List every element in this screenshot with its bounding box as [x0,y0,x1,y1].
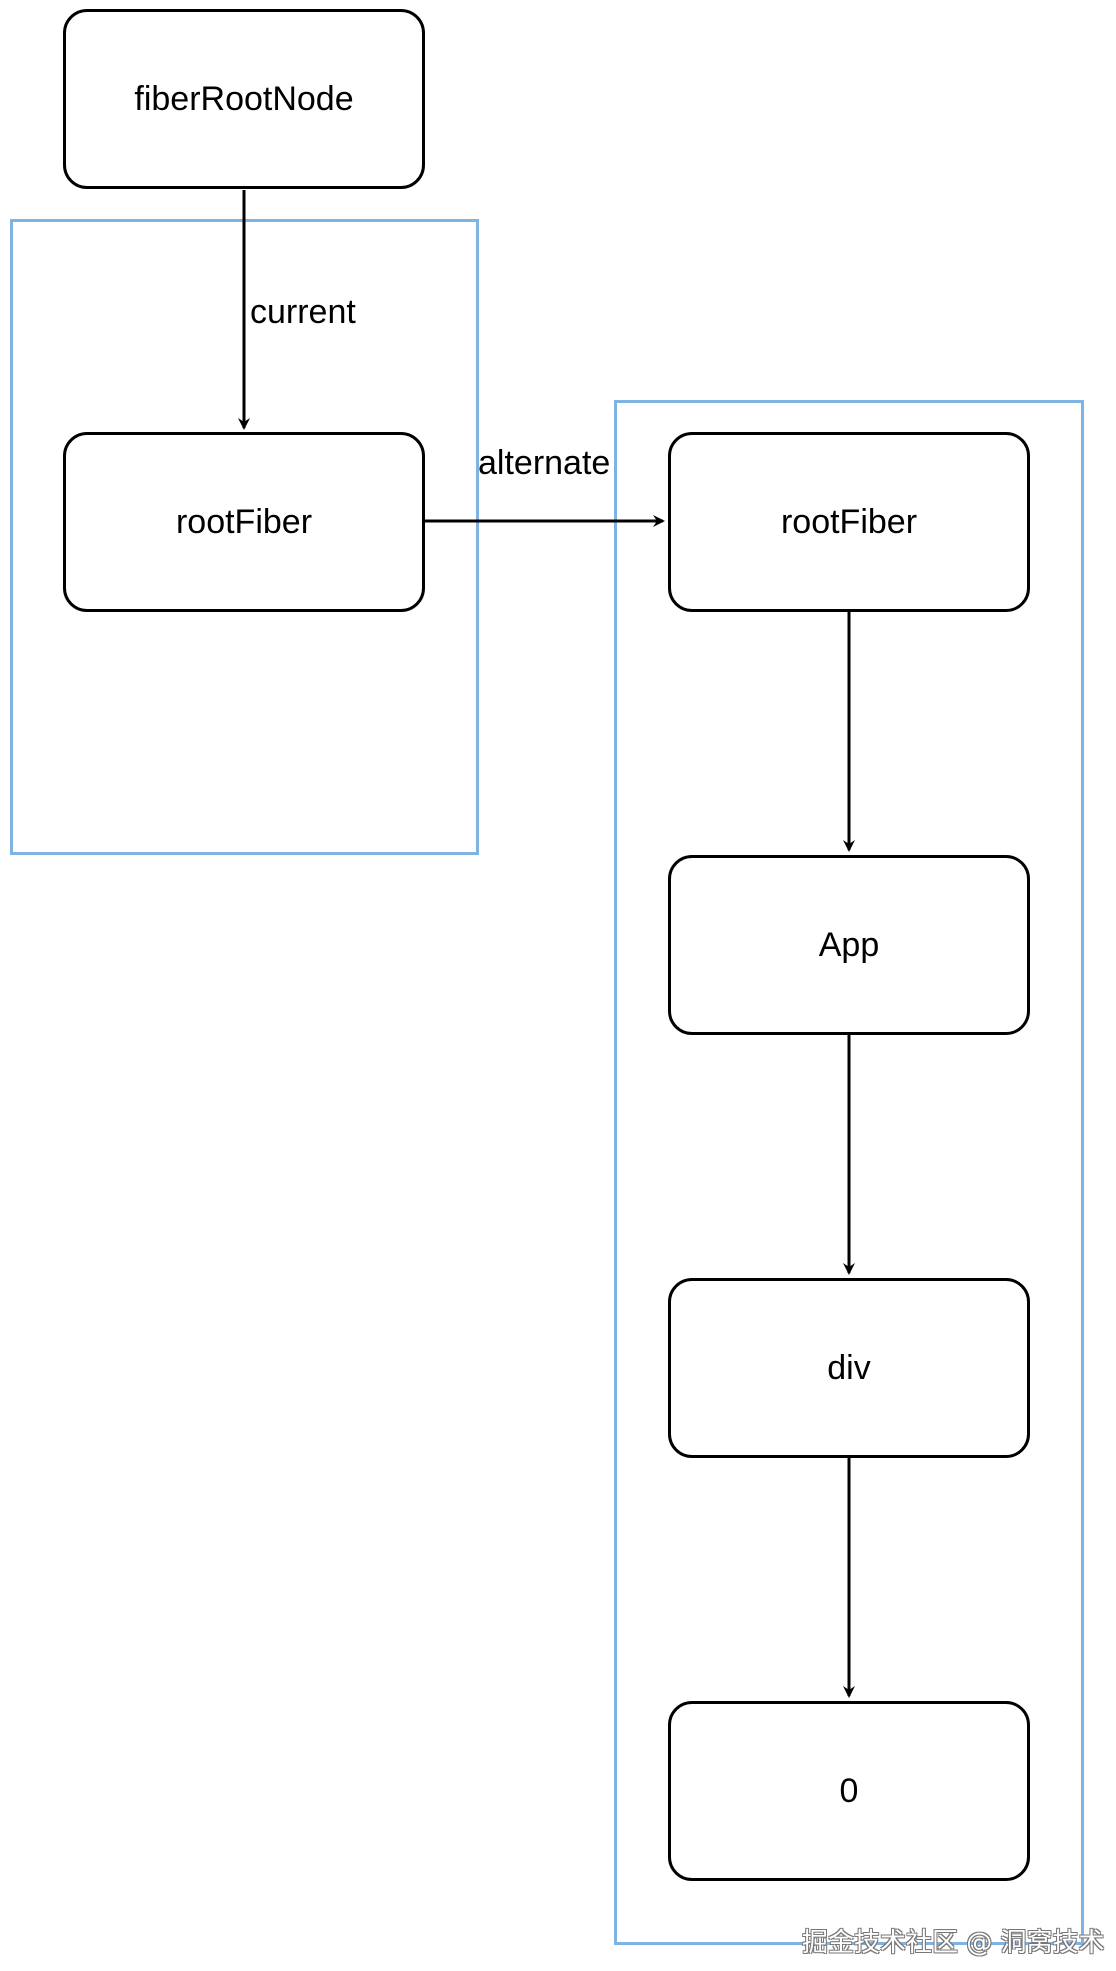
edge-label-alternate: alternate [478,444,611,482]
div-node: div [668,1278,1030,1458]
wip-root-fiber-node: rootFiber [668,432,1030,612]
app-node: App [668,855,1030,1035]
work-in-progress-tree-group [614,400,1084,1945]
edge-label-current: current [250,293,356,331]
fiber-root-node: fiberRootNode [63,9,425,189]
zero-node: 0 [668,1701,1030,1881]
watermark: 掘金技术社区 @ 洞窝技术 [802,1928,1105,1958]
current-root-fiber-node: rootFiber [63,432,425,612]
